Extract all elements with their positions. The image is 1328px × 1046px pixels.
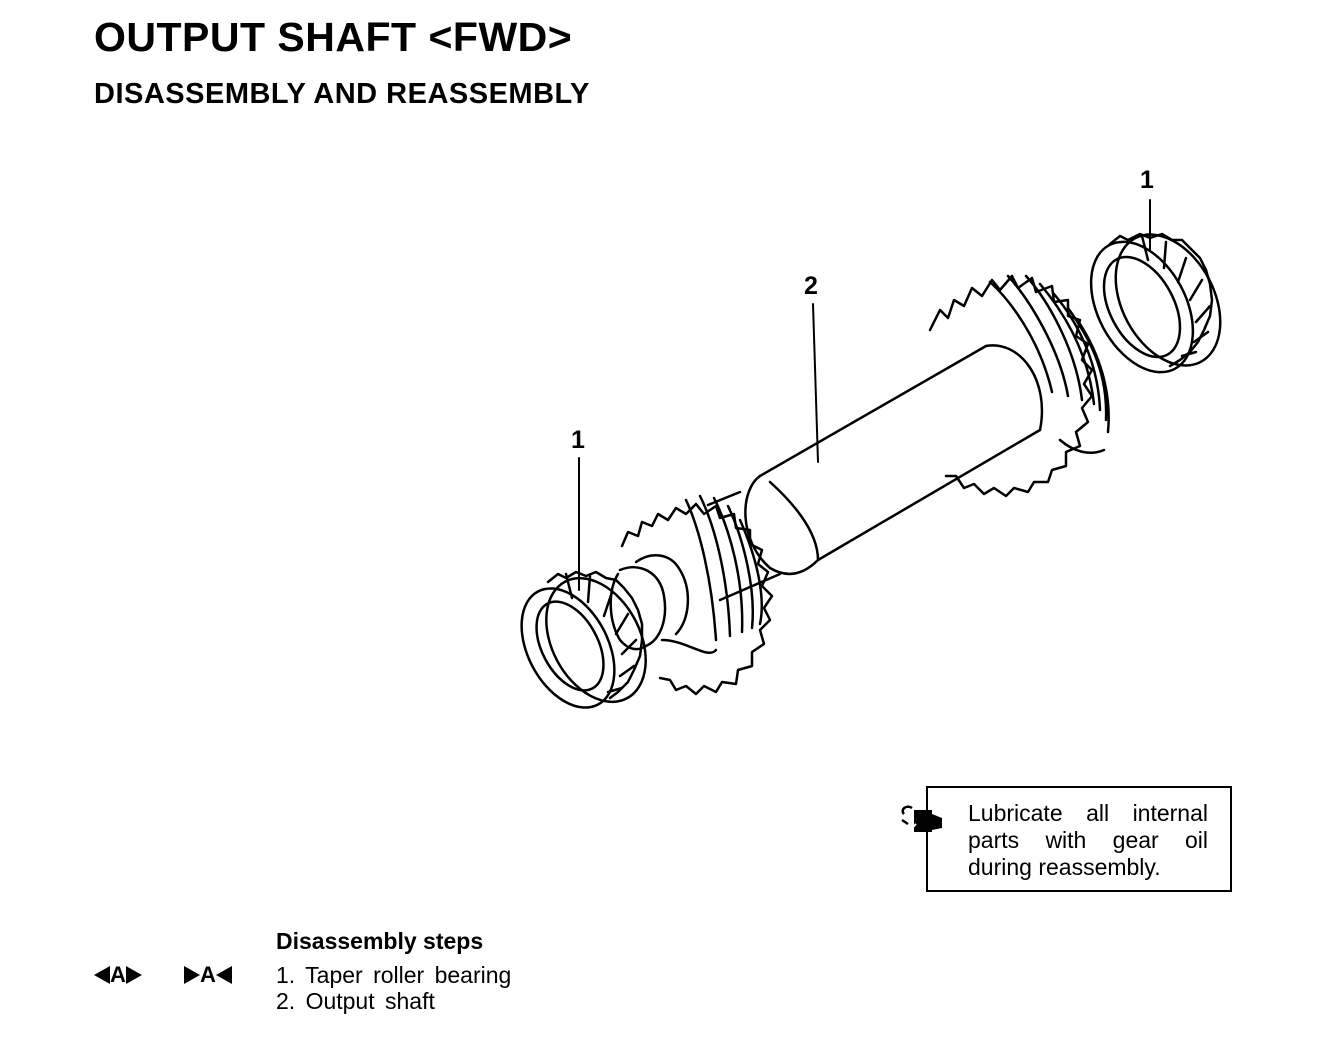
left-taper-roller-bearing [520, 570, 647, 709]
disassembly-step-2: 2. Output shaft [276, 988, 435, 1014]
page-subtitle: DISASSEMBLY AND REASSEMBLY [94, 78, 590, 110]
callout-leader-shaft [812, 303, 819, 463]
large-helical-gear [928, 274, 1110, 498]
callout-number-right-bearing: 1 [1140, 166, 1154, 194]
callout-number-shaft: 2 [804, 272, 818, 300]
right-triangle-icon [184, 966, 200, 984]
installation-service-mark: A [184, 962, 232, 988]
lubrication-note-box [926, 786, 1232, 892]
small-helical-gear [620, 494, 774, 696]
left-triangle-icon [94, 966, 110, 984]
page-title: OUTPUT SHAFT <FWD> [94, 14, 573, 60]
installation-mark-letter: A [200, 962, 216, 987]
lubrication-note-text: Lubricate all internal parts with gear o… [968, 800, 1208, 880]
disassembly-steps-title: Disassembly steps [276, 928, 484, 954]
oil-can-icon [901, 805, 942, 832]
removal-mark-letter: A [110, 962, 126, 987]
removal-service-mark: A [94, 962, 142, 988]
left-triangle-icon [215, 966, 232, 984]
right-taper-roller-bearing [1089, 232, 1222, 374]
disassembly-step-1: 1. Taper roller bearing [276, 962, 512, 988]
callout-number-left-bearing: 1 [571, 426, 585, 454]
right-triangle-icon [125, 966, 142, 984]
